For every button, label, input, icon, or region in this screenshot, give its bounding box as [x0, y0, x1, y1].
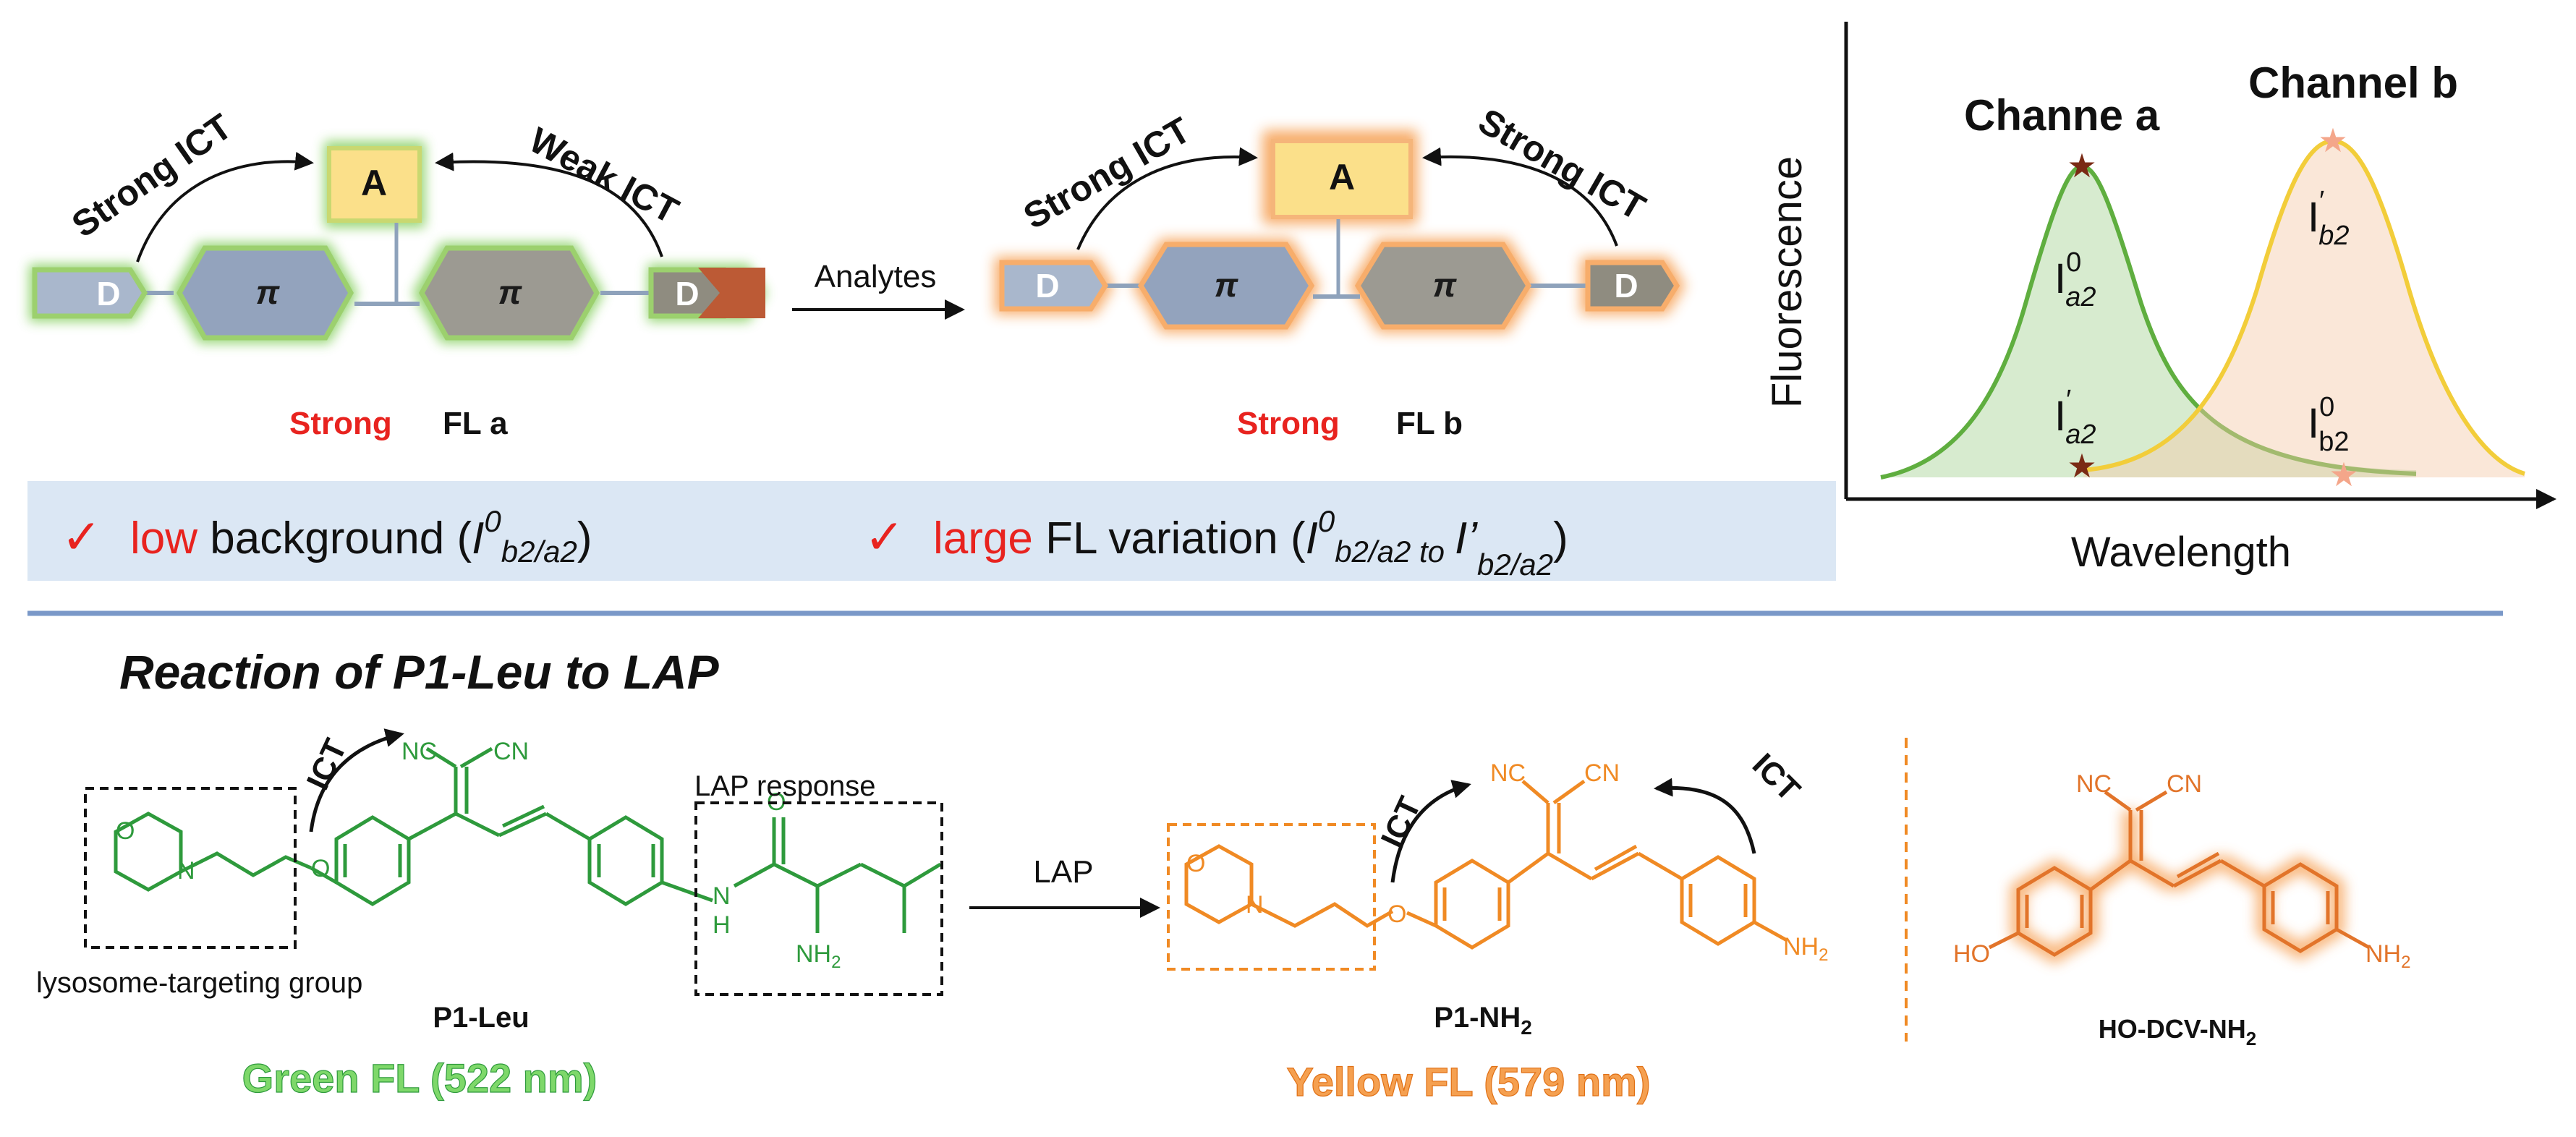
hodcv-nc: NC — [2076, 770, 2112, 798]
acceptor-label-b: A — [1329, 157, 1355, 197]
p1leu-o: O — [116, 817, 135, 845]
channel-a-label: Channe a — [1964, 91, 2160, 140]
donor-left — [32, 267, 148, 319]
donor-left-label-b: D — [1035, 267, 1059, 305]
p1nh2-n: N — [1246, 891, 1264, 919]
lysosome-label: lysosome-targeting group — [36, 967, 362, 999]
pi-left — [176, 245, 354, 341]
donor-right-b — [1585, 260, 1680, 312]
label-i-b2-prime: I′b2 — [2308, 186, 2350, 251]
p1nh2-dashed-box — [1167, 823, 1376, 971]
strong-ict-label-b2: Strong ICT — [1472, 101, 1652, 228]
yellow-fl-label: Yellow FL (579 nm) — [1286, 1059, 1650, 1104]
star-a2-0: ★ — [2067, 147, 2096, 184]
donor-left-b — [999, 260, 1109, 312]
hodcv-ho: HO — [1953, 940, 1990, 968]
feature-1-text: low background (I0b2/a2) — [130, 504, 592, 568]
p1nh2-nc: NC — [1490, 759, 1526, 787]
check-1: ✓ — [61, 510, 101, 563]
y-axis-title: Fluorescence — [1764, 156, 1811, 408]
acceptor-label: A — [361, 163, 387, 203]
p1nh2-nh2: NH2 — [1783, 933, 1828, 965]
pi-left-b — [1137, 242, 1315, 330]
p1-leu-label: P1-Leu — [433, 1002, 529, 1034]
p1nh2-o2: O — [1387, 900, 1406, 928]
p1leu-nh: N — [713, 882, 731, 910]
reaction-title: Reaction of P1-Leu to LAP — [119, 645, 720, 699]
strong-ict-label-b1: Strong ICT — [1017, 109, 1197, 237]
analytes-label: Analytes — [815, 259, 937, 294]
p1leu-cn: CN — [493, 738, 529, 765]
ict-label-2: ICT — [1374, 791, 1428, 853]
label-i-a2-prime: I′a2 — [2054, 385, 2096, 450]
p1leu-nh2: NH2 — [796, 940, 841, 972]
check-2: ✓ — [864, 510, 904, 563]
acceptor-box — [327, 146, 422, 223]
ho-dcv-nh2-label: HO-DCV-NH2 — [2099, 1014, 2256, 1049]
p1leu-n: N — [177, 857, 195, 885]
p1leu-h: H — [713, 911, 731, 939]
hodcv-nh2: NH2 — [2365, 940, 2410, 972]
caption-a-strong: Strong — [289, 406, 392, 441]
features-bar — [27, 481, 1836, 581]
donor-pi-acceptor-scheme-a: A D π π D Strong ICT Weak ICT Strong FL … — [29, 106, 767, 441]
p1leu-o2: O — [311, 855, 330, 882]
pi-right-label-b: π — [1433, 266, 1458, 304]
pi-left-label: π — [256, 273, 281, 311]
channel-a-curve — [1881, 166, 2416, 477]
feature-low-background: ✓ low background (I0b2/a2) — [61, 504, 592, 568]
star-a2-prime: ★ — [2067, 447, 2096, 485]
green-fl-label: Green FL (522 nm) — [242, 1055, 598, 1101]
lap-response-label: LAP response — [694, 770, 876, 802]
ict-label-1: ICT — [300, 733, 354, 795]
star-b2-0: ★ — [2329, 456, 2358, 493]
ict-label-3: ICT — [1746, 746, 1807, 808]
donor-left-label: D — [96, 275, 120, 312]
caption-a-fl: FL a — [443, 406, 508, 441]
pi-right — [418, 245, 600, 341]
pi-right-label: π — [498, 273, 523, 311]
lap-response-box — [694, 801, 943, 996]
channel-b-curve — [2083, 141, 2525, 477]
donor-right-label: D — [675, 275, 699, 312]
pi-right-b — [1354, 242, 1532, 330]
p1nh2-cn: CN — [1584, 759, 1620, 787]
donor-right-label-b: D — [1614, 267, 1638, 305]
acceptor-box-b — [1271, 139, 1413, 219]
donor-pi-acceptor-scheme-b: A D π π D Strong ICT Strong ICT Strong F… — [995, 101, 1686, 441]
caption-b-fl: FL b — [1396, 406, 1463, 441]
lap-label: LAP — [1033, 854, 1093, 890]
x-axis-title: Wavelength — [2071, 529, 2291, 576]
p1-nh2-structure — [1184, 779, 1788, 950]
p1leu-nc: NC — [401, 738, 437, 765]
ho-dcv-nh2-structure — [1988, 790, 2371, 964]
pi-left-label-b: π — [1215, 266, 1239, 304]
hodcv-cn: CN — [2167, 770, 2202, 798]
channel-b-label: Channel b — [2248, 59, 2458, 107]
p1nh2-o: O — [1186, 850, 1205, 877]
weak-ict-label: Weak ICT — [523, 119, 685, 231]
lysosome-box — [84, 787, 297, 949]
caption-b-strong: Strong — [1237, 406, 1340, 441]
p1-nh2-label: P1-NH2 — [1434, 1002, 1532, 1039]
star-b2-prime: ★ — [2318, 122, 2347, 159]
p1-leu-structure — [114, 746, 942, 933]
